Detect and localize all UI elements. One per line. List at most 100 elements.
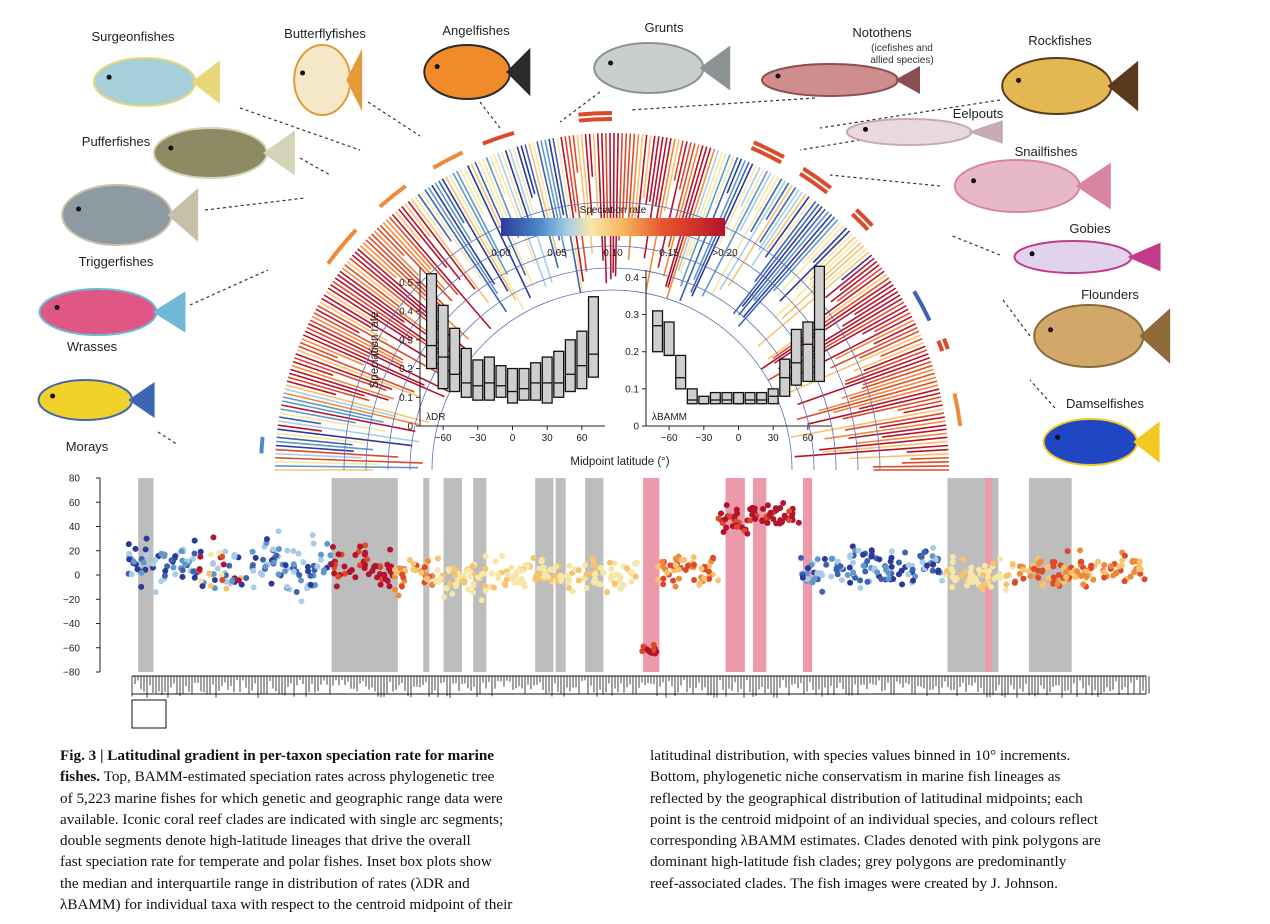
box — [483, 356, 495, 401]
caption-title: Fig. 3 | Latitudinal gradient in per-tax… — [60, 747, 495, 764]
species-point — [324, 540, 331, 547]
tree-branch — [407, 201, 476, 290]
tree-branch — [401, 206, 461, 281]
clade-arc-segment — [942, 337, 950, 350]
tree-branch — [424, 189, 508, 313]
species-point — [855, 547, 862, 554]
clade-arc-segment — [855, 208, 874, 227]
species-point — [887, 558, 894, 565]
phylogenetic-arc-tree — [259, 111, 963, 471]
species-point — [1110, 572, 1117, 579]
species-point — [1027, 573, 1034, 580]
fish-leader-line — [367, 101, 421, 137]
tree-branch — [750, 178, 783, 233]
y-tick-label: 0.4 — [399, 307, 413, 318]
tree-branch — [508, 148, 553, 283]
tree-branch — [290, 368, 389, 401]
tree-branch — [754, 174, 776, 211]
tree-branch — [568, 135, 588, 272]
species-point — [888, 563, 895, 570]
species-point — [143, 552, 150, 559]
species-point — [604, 589, 611, 596]
species-point — [862, 568, 869, 575]
clade-arc-segment — [952, 392, 963, 427]
clade-arc-segment — [912, 290, 932, 322]
species-point — [691, 577, 698, 584]
species-point — [262, 563, 269, 570]
species-point — [935, 567, 942, 574]
species-point — [980, 572, 987, 579]
species-point — [868, 547, 875, 554]
species-point — [819, 572, 826, 579]
tree-branch — [663, 139, 680, 212]
tree-branch — [787, 334, 922, 394]
species-point — [452, 572, 459, 579]
tree-branch — [844, 349, 928, 382]
species-point — [126, 550, 133, 557]
tree-branch — [279, 412, 386, 432]
caption-text: Bottom, phylogenetic niche conservatism … — [650, 768, 1061, 786]
species-point — [437, 575, 444, 582]
species-point — [387, 546, 394, 553]
y-tick-label: 20 — [69, 546, 81, 557]
species-point — [1095, 558, 1102, 565]
species-point — [519, 567, 526, 574]
species-point — [178, 548, 185, 555]
species-point — [811, 575, 818, 582]
y-tick-label: 0.5 — [399, 278, 413, 289]
species-point — [191, 550, 198, 557]
box — [744, 391, 756, 405]
species-point — [876, 556, 883, 563]
species-point — [696, 580, 703, 587]
tree-branch — [714, 155, 735, 206]
species-point — [275, 545, 282, 552]
angelfishes-label: Angelfishes — [442, 23, 510, 38]
species-point — [1131, 569, 1138, 576]
species-point — [910, 577, 917, 584]
species-point — [552, 572, 559, 579]
species-point — [220, 561, 227, 568]
species-point — [690, 554, 697, 561]
species-point — [222, 548, 229, 555]
species-point — [346, 568, 353, 575]
tree-branch — [286, 380, 337, 396]
tree-branch — [678, 142, 692, 190]
species-point — [374, 574, 381, 581]
tree-branch — [740, 166, 761, 207]
species-point — [293, 589, 300, 596]
tree-branch — [474, 161, 527, 276]
species-point — [617, 585, 624, 592]
species-point — [218, 571, 225, 578]
tree-branch — [737, 216, 836, 327]
species-point — [960, 556, 967, 563]
species-point — [715, 577, 722, 584]
tree-branch — [524, 144, 559, 269]
species-point — [290, 568, 297, 575]
species-point — [764, 519, 771, 526]
species-point — [152, 589, 159, 596]
species-point — [249, 548, 256, 555]
species-point — [1119, 557, 1126, 564]
fish-leader-line — [819, 99, 1001, 129]
species-point — [966, 577, 973, 584]
species-point — [164, 563, 171, 570]
y-tick-label: 0.3 — [399, 335, 413, 346]
species-point — [592, 575, 599, 582]
species-point — [465, 567, 472, 574]
species-point — [779, 518, 786, 525]
box — [530, 362, 542, 401]
clade-arc-segment — [752, 140, 785, 159]
species-point — [498, 553, 505, 560]
species-point — [819, 588, 826, 595]
colorbar-tick-2: 0.10 — [603, 248, 623, 259]
tree-branch — [830, 264, 880, 303]
colorbar-tick-0: 0.00 — [491, 248, 511, 259]
species-point — [547, 566, 554, 573]
species-point — [655, 576, 662, 583]
species-point — [691, 561, 698, 568]
species-point — [179, 573, 186, 580]
species-point — [362, 562, 369, 569]
species-point — [249, 562, 256, 569]
species-point — [1077, 547, 1084, 554]
species-point — [282, 568, 289, 575]
